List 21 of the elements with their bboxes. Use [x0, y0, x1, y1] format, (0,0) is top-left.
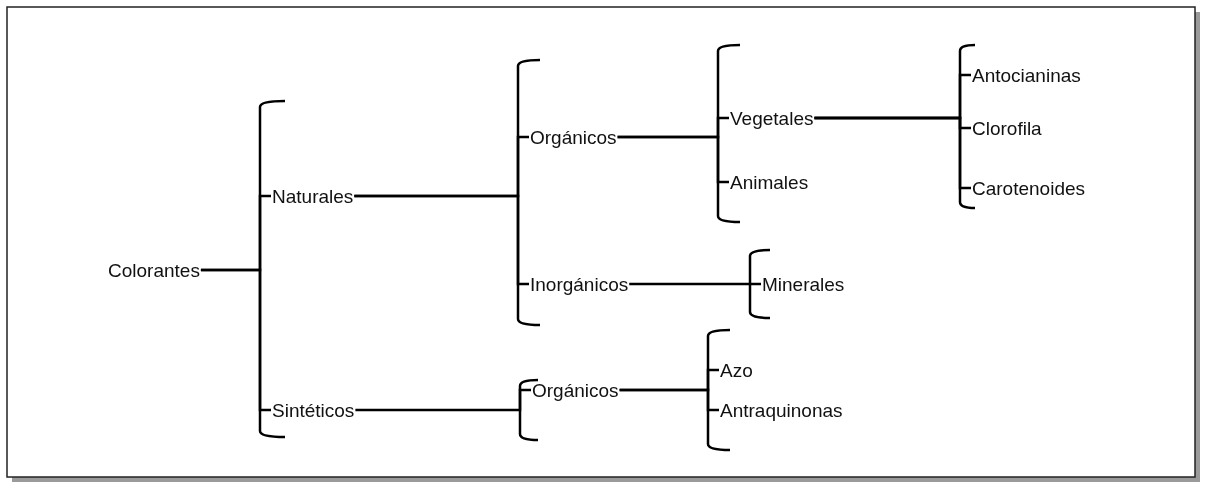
connector-line: [619, 388, 719, 412]
category-label: Clorofila: [972, 118, 1042, 138]
connector-line: [617, 135, 729, 184]
category-label: Colorantes: [108, 260, 200, 280]
connector-line: [355, 388, 531, 412]
connector-line: [354, 194, 529, 286]
category-label: Naturales: [272, 186, 354, 206]
connector-line: [814, 116, 971, 190]
category-label: Carotenoides: [972, 178, 1086, 198]
category-label: Sintéticos: [272, 400, 355, 420]
category-label: Antocianinas: [972, 65, 1081, 85]
connector-line: [629, 282, 761, 286]
category-label: Orgánicos: [532, 380, 619, 400]
category-label: Inorgánicos: [530, 274, 629, 294]
category-label: Azo: [720, 360, 753, 380]
connector-line: [200, 268, 271, 412]
category-label: Animales: [730, 172, 809, 192]
category-label: Vegetales: [730, 108, 814, 128]
category-label: Antraquinonas: [720, 400, 843, 420]
category-label: Minerales: [762, 274, 845, 294]
category-label: Orgánicos: [530, 127, 617, 147]
